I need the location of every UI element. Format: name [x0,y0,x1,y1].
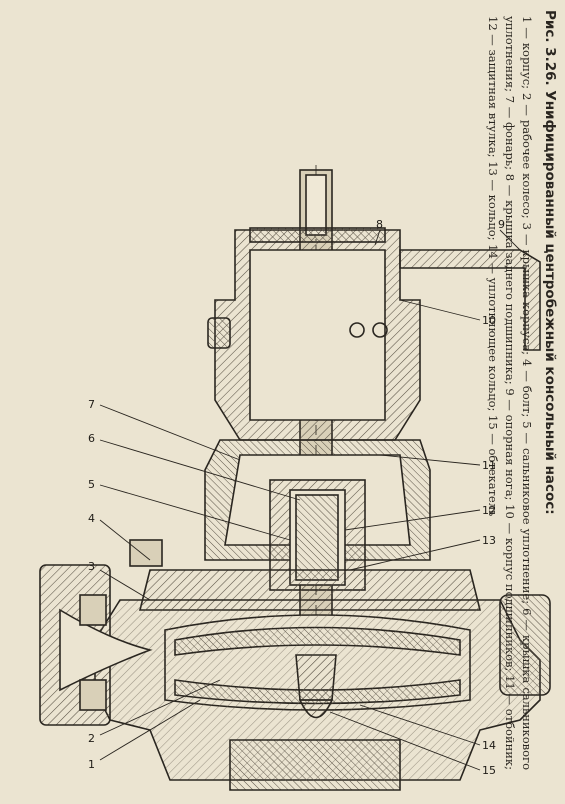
rear-bearing-cover [249,227,386,243]
callout-14: 14 [482,739,496,752]
callout-13: 13 [482,534,496,547]
callout-3: 3 [88,560,95,573]
callout-labels: 1 2 3 4 5 6 7 8 9 10 11 12 13 14 15 [88,218,505,777]
bolts [79,539,163,711]
callout-7: 7 [88,398,95,411]
callout-8: 8 [376,218,383,231]
callout-6: 6 [88,432,95,445]
callout-12: 12 [482,504,496,517]
leader-lines [99,229,521,771]
fairing [298,699,334,719]
callout-11: 11 [482,459,496,472]
callout-5: 5 [88,478,95,491]
callout-1: 1 [88,758,95,771]
pump-assembly [39,165,551,791]
bearing-housing [207,229,421,441]
callout-2: 2 [88,732,95,745]
callout-10: 10 [482,314,496,327]
support-leg [399,249,541,351]
callout-15: 15 [482,764,496,777]
callout-4: 4 [88,512,95,525]
callout-9: 9 [498,218,505,231]
